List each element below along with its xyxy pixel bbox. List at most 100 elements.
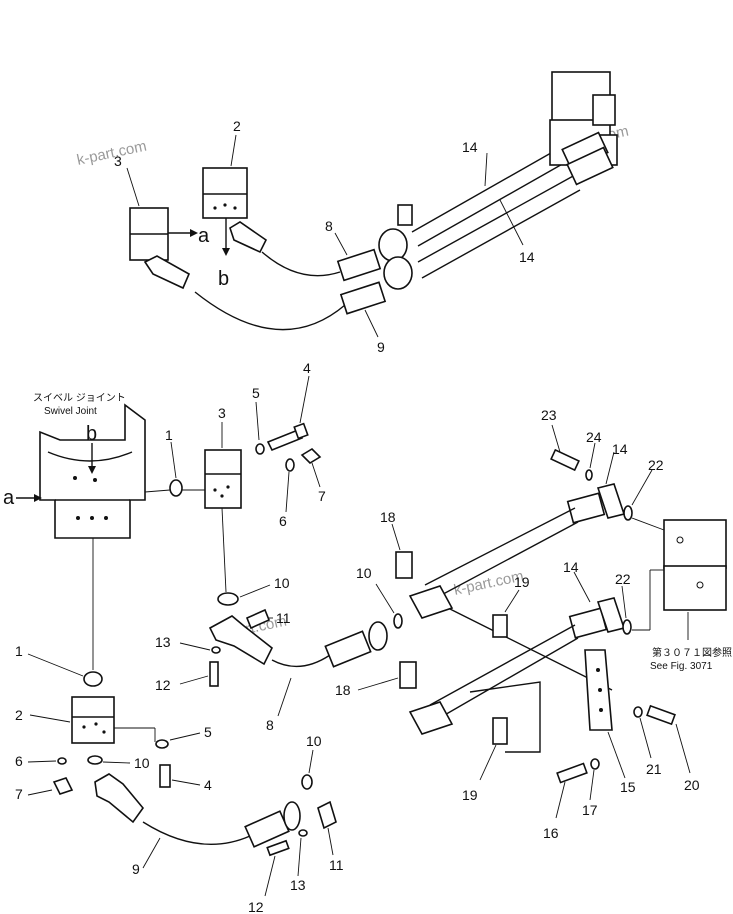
callout-4-upper: 4 xyxy=(303,360,311,376)
swivel-joint-label-jp: スイベル ジョイント xyxy=(33,392,126,404)
port-label-b-top: b xyxy=(218,268,229,290)
callout-9: 9 xyxy=(132,861,140,877)
callout-11-upper: 11 xyxy=(276,610,291,626)
callout-1-lower: 1 xyxy=(15,643,23,659)
fig-ref-jp: 第３０７１図参照 xyxy=(652,646,732,659)
callout-8: 8 xyxy=(266,717,274,733)
washer-17 xyxy=(590,758,600,770)
flange-upper-right xyxy=(408,585,454,619)
valve-block-lower xyxy=(663,565,727,611)
callout-24: 24 xyxy=(586,429,602,445)
bolt-12-upper xyxy=(209,661,219,687)
flange-lower-right xyxy=(408,701,454,735)
callout-1-upper: 1 xyxy=(165,427,173,443)
callout-14-upper: 14 xyxy=(612,441,628,457)
callout-10-right: 10 xyxy=(356,565,372,581)
elbow-fitting-2 xyxy=(229,221,268,254)
callout-21: 21 xyxy=(646,761,662,777)
port-label-a-swivel: a xyxy=(3,487,15,509)
callout-6-upper: 6 xyxy=(279,513,287,529)
port-label-b-swivel: b xyxy=(86,423,97,445)
right-assembly: 23 24 14 22 14 22 18 19 xyxy=(335,407,732,841)
hose-8 xyxy=(271,654,331,668)
swivel-joint-label-en: Swivel Joint xyxy=(44,406,97,417)
bolt-20 xyxy=(646,704,676,726)
callout-10-lower: 10 xyxy=(306,733,322,749)
callout-17: 17 xyxy=(582,802,598,818)
clamp-18-lower xyxy=(399,661,417,689)
hose-8-end xyxy=(336,248,382,282)
hose-8-flange xyxy=(368,621,388,651)
callout-3-top: 3 xyxy=(114,153,122,169)
callout-22-lower: 22 xyxy=(615,571,631,587)
hose-9-end xyxy=(339,281,387,315)
bolt-23 xyxy=(550,448,580,472)
plug-7 xyxy=(52,777,74,795)
washer-24 xyxy=(585,469,593,481)
callout-13: 13 xyxy=(290,877,306,893)
washer-13-upper xyxy=(211,646,221,654)
tube-14-upper-end xyxy=(566,492,606,524)
block-2-group: 2 5 4 10 6 7 9 10 11 13 12 xyxy=(15,696,344,914)
elbow-fitting-9 xyxy=(94,773,145,824)
callout-19-lower: 19 xyxy=(462,787,478,803)
callout-8-top: 8 xyxy=(325,218,333,234)
hose-8-top xyxy=(261,251,341,277)
callout-10-lower-left: 10 xyxy=(134,755,150,771)
o-ring-22-lower xyxy=(622,619,632,635)
washer-21 xyxy=(633,706,643,718)
o-ring-10-lower xyxy=(87,755,103,765)
clamp-19-upper xyxy=(492,614,508,638)
bolt-4 xyxy=(159,764,171,788)
callout-19-upper: 19 xyxy=(514,574,530,590)
o-ring-22-upper xyxy=(623,505,633,521)
plug-7-upper xyxy=(300,447,322,465)
callout-7-upper: 7 xyxy=(318,488,326,504)
bolt-4-upper xyxy=(266,428,304,452)
washer-5-upper xyxy=(255,443,265,455)
watermark-1: k-part.com xyxy=(75,138,148,169)
callout-14-top-b: 14 xyxy=(519,249,535,265)
flange-upper xyxy=(378,228,408,262)
swivel-joint-group: スイベル ジョイント Swivel Joint b a 1 1 xyxy=(3,392,205,687)
o-ring-10-upper xyxy=(217,592,239,606)
callout-18-upper: 18 xyxy=(380,509,396,525)
callout-23: 23 xyxy=(541,407,557,423)
clamp-18-upper xyxy=(395,551,413,579)
top-assembly: a b 2 3 14 14 8 xyxy=(114,71,618,355)
o-ring-1-lower xyxy=(83,671,103,687)
callout-2: 2 xyxy=(15,707,23,723)
callout-7: 7 xyxy=(15,786,23,802)
hose-8-fitting xyxy=(324,630,372,668)
flange-lower xyxy=(383,256,413,290)
block-2 xyxy=(71,696,115,744)
callout-14-top-a: 14 xyxy=(462,139,478,155)
bracket-top xyxy=(397,204,413,226)
o-ring-6-upper xyxy=(285,458,295,472)
split-flange-11-upper xyxy=(245,608,271,630)
valve-block-upper xyxy=(663,519,727,569)
o-ring-10-right xyxy=(393,613,403,629)
o-ring-1-upper xyxy=(169,479,183,497)
callout-16: 16 xyxy=(543,825,559,841)
hose-9-top xyxy=(194,291,346,331)
hose-9 xyxy=(142,821,251,846)
callout-12: 12 xyxy=(248,899,264,914)
callout-10-middle: 10 xyxy=(274,575,290,591)
hose-9-flange xyxy=(283,801,301,831)
callout-11: 11 xyxy=(329,857,344,873)
split-flange-11 xyxy=(317,800,337,830)
hose-8-group: 11 13 12 8 xyxy=(155,608,388,733)
port-label-a-top: a xyxy=(198,225,210,247)
block-3 xyxy=(204,449,242,509)
valve-port-1 xyxy=(592,94,616,126)
tube-end-2 xyxy=(566,146,614,186)
callout-2-top: 2 xyxy=(233,118,241,134)
block-3-group: 3 5 4 6 7 10 xyxy=(204,360,326,606)
o-ring-10-lower-right xyxy=(301,774,313,790)
callout-3: 3 xyxy=(218,405,226,421)
callout-22-upper: 22 xyxy=(648,457,664,473)
callout-20: 20 xyxy=(684,777,700,793)
callout-5-upper: 5 xyxy=(252,385,260,401)
